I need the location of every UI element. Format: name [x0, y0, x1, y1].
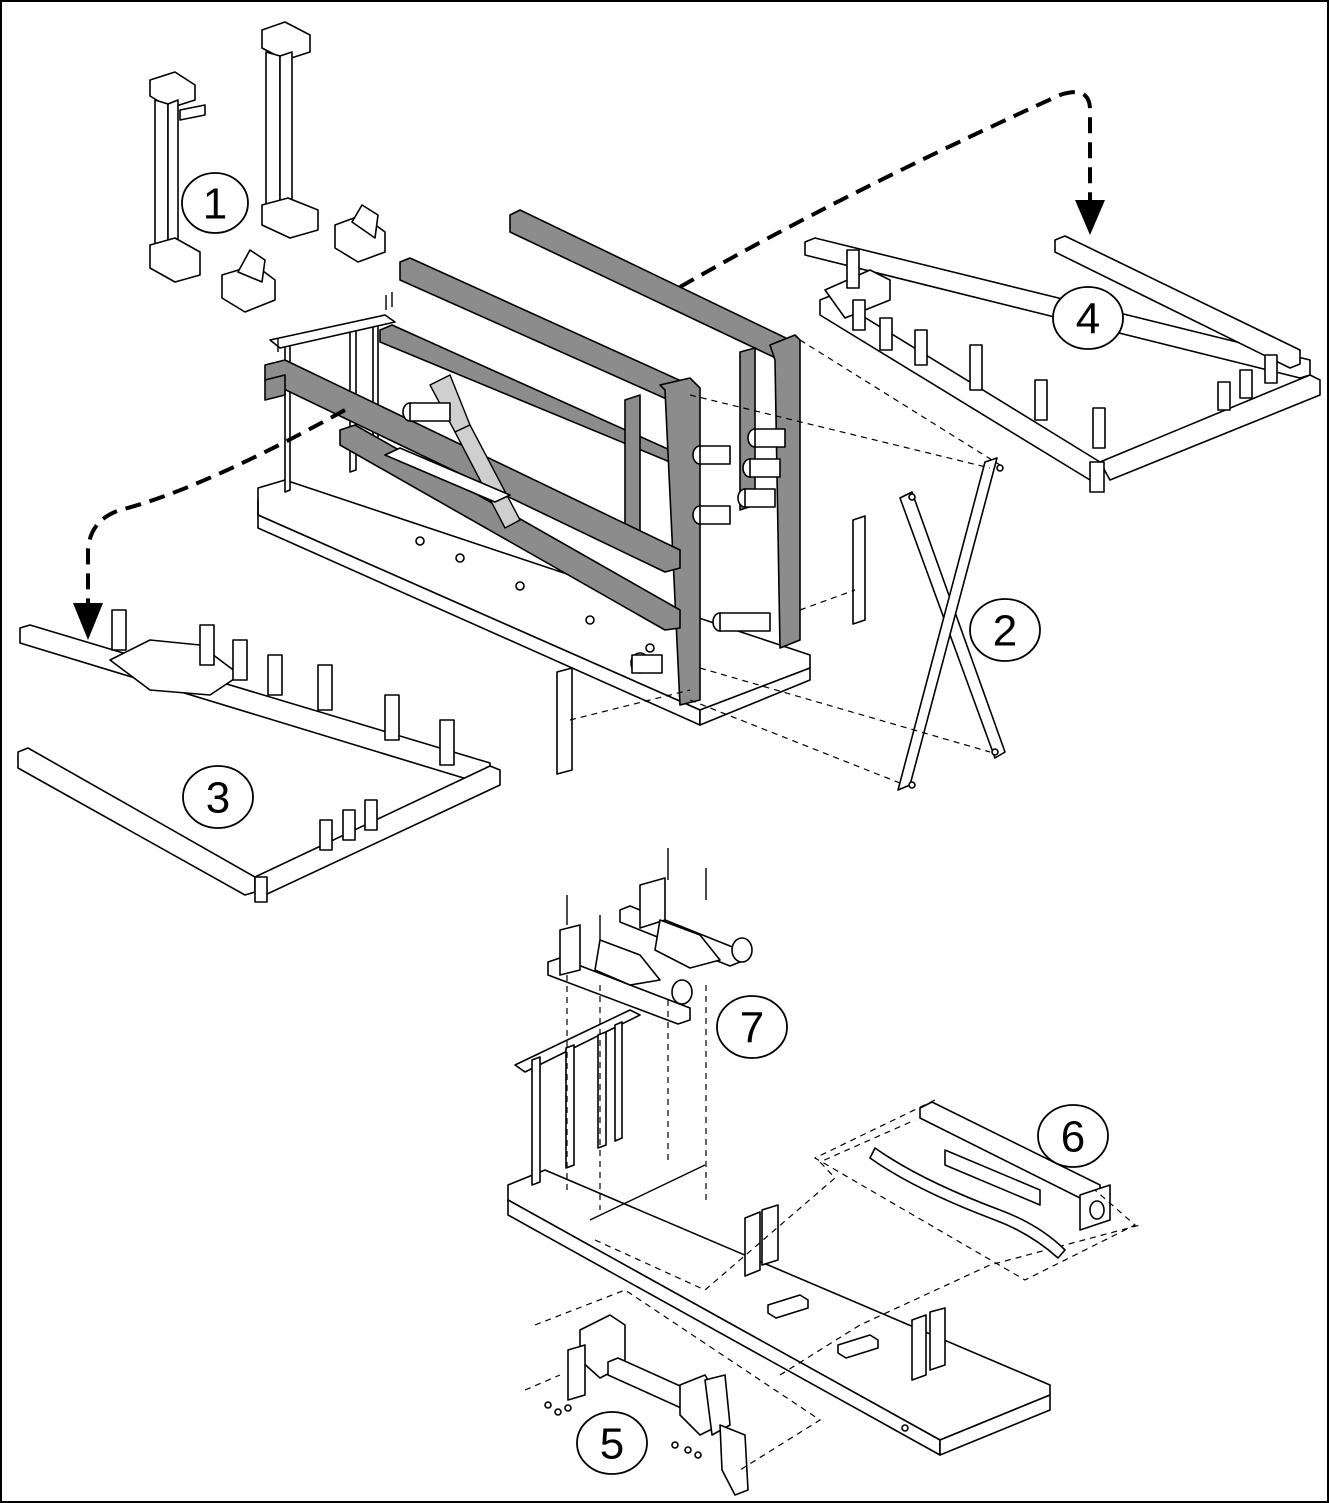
part-7-seat-supports: [547, 848, 753, 1025]
callout-4-label: 4: [1076, 295, 1100, 344]
base-pallet: [507, 975, 1141, 1456]
callout-1-label: 1: [203, 180, 227, 229]
callout-3: 3: [182, 765, 254, 829]
callout-2-label: 2: [993, 607, 1017, 656]
part-1-uprights: [149, 21, 386, 313]
main-frame: [257, 209, 811, 726]
callout-1: 1: [181, 172, 249, 234]
callout-5: 5: [576, 1411, 648, 1475]
callout-6: 6: [1037, 1104, 1109, 1168]
assembly-arrow-3: [73, 408, 346, 640]
callout-4: 4: [1052, 286, 1124, 350]
callout-2: 2: [969, 598, 1041, 662]
assembly-arrow-4: [679, 90, 1105, 289]
part-5-leg-support: [524, 1289, 822, 1496]
part-2-cross-brace: [556, 339, 1006, 791]
part-6-handlebar: [813, 1099, 1137, 1281]
rail-holes: [415, 536, 655, 653]
callout-5-label: 5: [600, 1420, 624, 1469]
part-4-storage-frame-right: [804, 235, 1321, 493]
callout-6-label: 6: [1061, 1113, 1085, 1162]
callout-3-label: 3: [206, 774, 230, 823]
part-3-storage-frame-left: [17, 609, 501, 903]
callout-7-label: 7: [740, 1004, 764, 1053]
callout-7: 7: [716, 995, 788, 1059]
